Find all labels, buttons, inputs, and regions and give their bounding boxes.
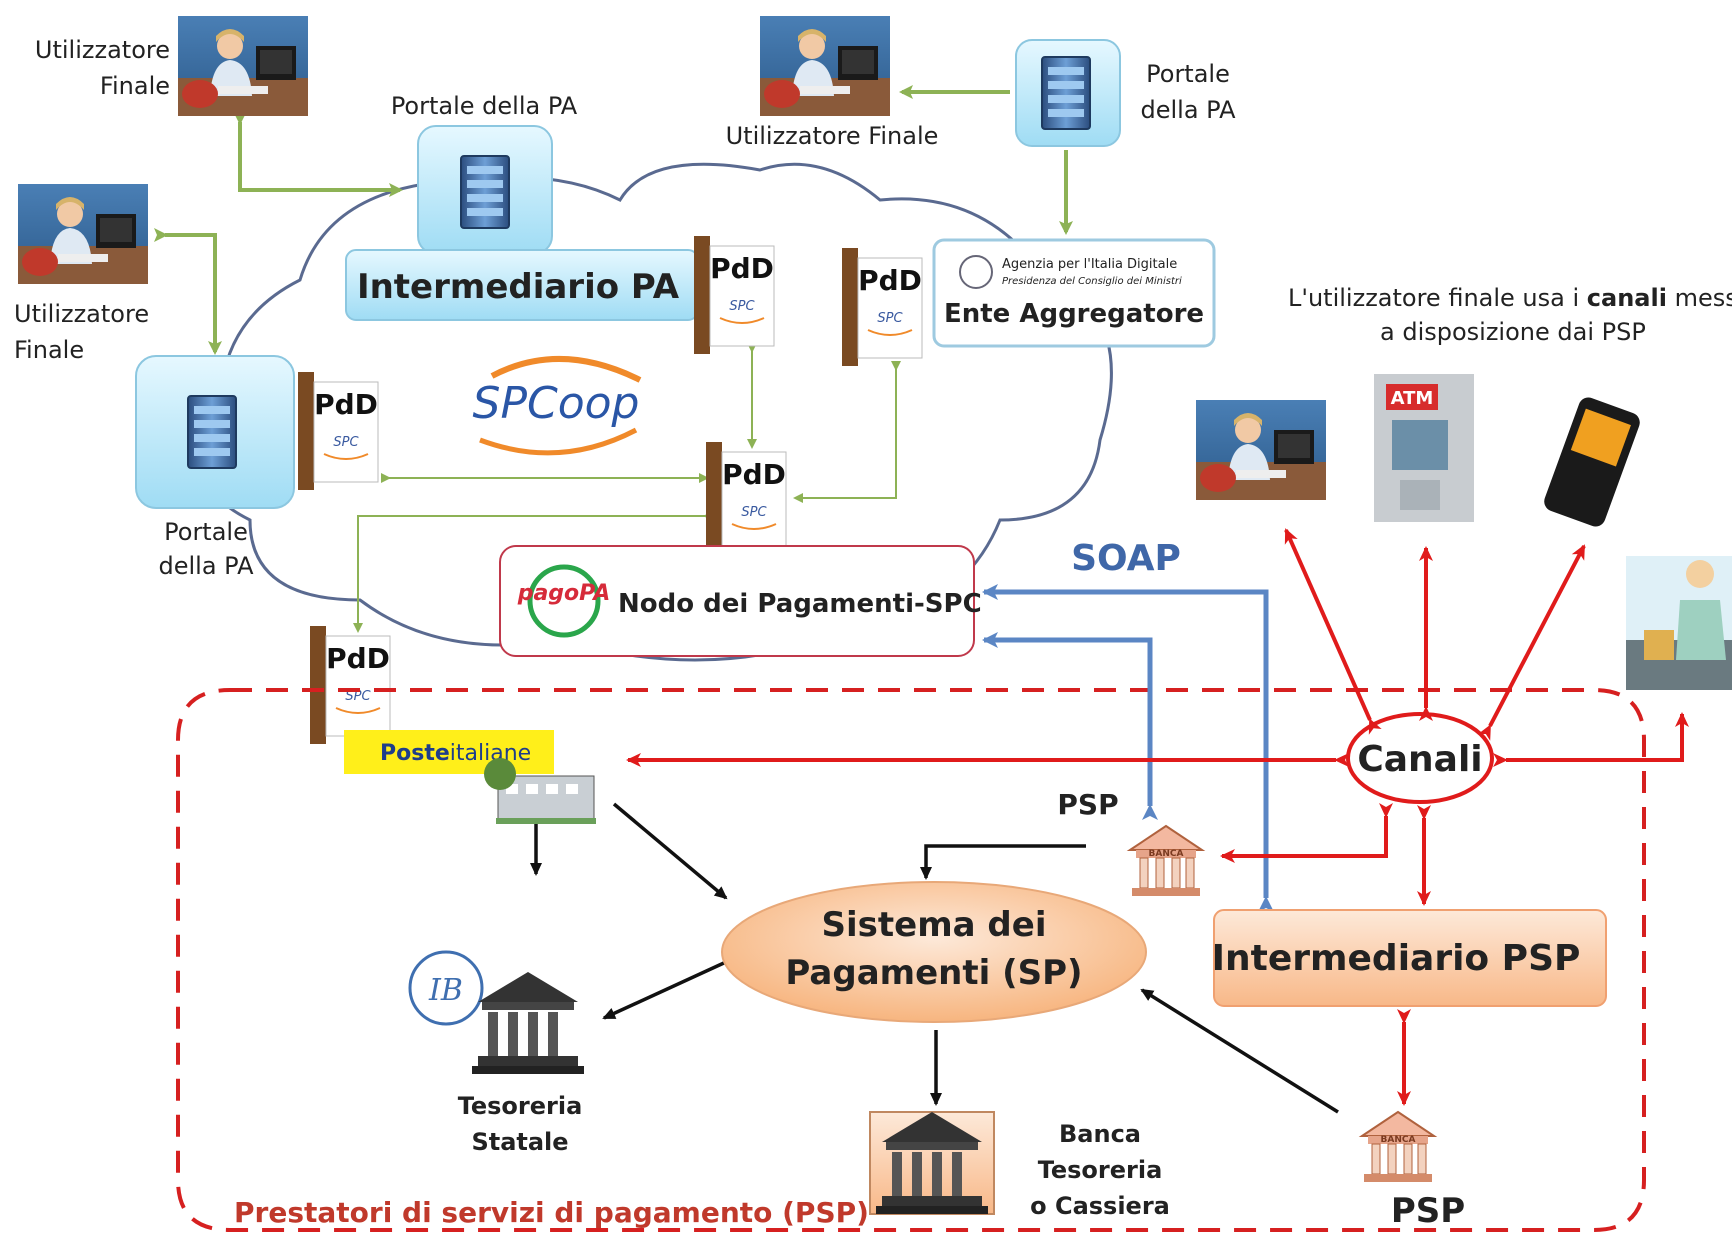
pagopa-logo-text: pagoPA — [517, 581, 611, 606]
intermediario-pa-label: Intermediario PA — [357, 267, 680, 307]
door-icon — [694, 236, 710, 354]
door-icon — [842, 248, 858, 366]
pdd-spc-label: SPC — [729, 299, 755, 314]
intermediario-pa-box[interactable]: Intermediario PA — [345, 249, 699, 321]
green-connections — [154, 85, 1073, 355]
nodo-label: Nodo dei Pagamenti-SPC — [618, 589, 982, 619]
canali-node[interactable]: Canali — [1346, 712, 1494, 804]
pdd-label: PdD — [314, 388, 378, 421]
treasury-building-icon — [472, 972, 584, 1074]
pdd-spc-label: SPC — [877, 311, 903, 326]
soap-label: SOAP — [1071, 538, 1181, 579]
psp-small-bank-icon: BANCA — [1129, 825, 1203, 897]
bi-logo-text: IB — [428, 973, 463, 1008]
pdd-label: PdD — [722, 458, 786, 491]
intermediario-psp-box[interactable]: Intermediario PSP — [1212, 909, 1607, 1007]
user-at-desk-icon — [1196, 400, 1326, 500]
pdd-spc-label: SPC — [345, 689, 371, 704]
psp-region-label: Prestatori di servizi di pagamento (PSP) — [234, 1196, 869, 1229]
thin-green-connections — [353, 343, 901, 633]
agency-line1: Agenzia per l'Italia Digitale — [1002, 257, 1177, 272]
user-left — [18, 184, 148, 284]
portal-top-right[interactable] — [1015, 39, 1121, 147]
spcoop-text: SPCoop — [473, 378, 640, 429]
spcoop-logo: SPCoop — [473, 355, 642, 456]
server-icon — [460, 155, 510, 229]
bank-of-italy-logo-icon — [408, 950, 484, 1026]
pdd-nodes: PdD SPC PdD SPC PdD SPC PdD SPC PdD SPC — [298, 236, 923, 744]
channel-shop-counter — [1626, 556, 1732, 690]
psp-large-bank-icon: BANCA — [1361, 1111, 1435, 1183]
user-at-desk-icon — [18, 184, 148, 284]
emblem-icon — [959, 255, 993, 289]
canali-label: Canali — [1357, 739, 1482, 780]
server-icon — [187, 395, 237, 469]
poste-italiane[interactable]: Posteitaliane — [344, 730, 596, 824]
user-at-desk-icon — [178, 16, 308, 116]
user-top-center-text: Utilizzatore Finale — [726, 122, 939, 150]
pdd-label: PdD — [858, 264, 922, 297]
channels-note-line1: L'utilizzatore finale usa i canali messi — [1288, 284, 1732, 312]
nodo-pagamenti-box[interactable]: pagoPA Nodo dei Pagamenti-SPC — [499, 545, 982, 657]
ente-aggregatore-label: Ente Aggregatore — [944, 299, 1204, 329]
channel-atm: ATM — [1374, 374, 1474, 522]
user-at-desk-icon — [760, 16, 890, 116]
pdd-node[interactable]: PdD SPC — [706, 442, 787, 560]
channels-note-line2: a disposizione dai PSP — [1380, 318, 1646, 346]
server-icon — [1041, 56, 1091, 130]
pdd-spc-label: SPC — [741, 505, 767, 520]
bank-sign-text: BANCA — [1149, 849, 1184, 859]
channel-home-user — [1196, 400, 1326, 500]
user-top-center — [760, 16, 890, 116]
door-icon — [706, 442, 722, 560]
pdd-node[interactable]: PdD SPC — [842, 248, 923, 366]
soap-connections — [982, 584, 1274, 912]
bank-sign-text: BANCA — [1381, 1135, 1416, 1145]
pdd-node[interactable]: PdD SPC — [310, 626, 391, 744]
pdd-node[interactable]: PdD SPC — [298, 372, 379, 490]
pagopa-logo-icon — [527, 564, 601, 638]
psp-small-label: PSP — [1057, 788, 1118, 821]
intermediario-psp-label: Intermediario PSP — [1212, 938, 1581, 979]
channel-connections — [626, 528, 1689, 1106]
pdd-node[interactable]: PdD SPC — [694, 236, 775, 354]
poste-logo-text: Posteitaliane — [380, 741, 531, 766]
agency-line2: Presidenza del Consiglio dei Ministri — [1002, 276, 1182, 287]
ente-aggregatore-box[interactable]: Agenzia per l'Italia Digitale Presidenza… — [932, 238, 1216, 348]
channel-mobile — [1544, 397, 1640, 527]
door-icon — [298, 372, 314, 490]
portal-center-top[interactable] — [417, 125, 553, 255]
portal-left[interactable] — [135, 355, 295, 509]
pdd-label: PdD — [326, 642, 390, 675]
door-icon — [310, 626, 326, 744]
portal-center-top-label: Portale della PA — [391, 92, 578, 120]
post-office-building-icon — [484, 758, 596, 824]
pdd-spc-label: SPC — [333, 435, 359, 450]
atm-text: ATM — [1391, 388, 1434, 409]
pdd-label: PdD — [710, 252, 774, 285]
psp-large-label: PSP — [1391, 1191, 1465, 1231]
settlement-connections — [530, 802, 1339, 1114]
